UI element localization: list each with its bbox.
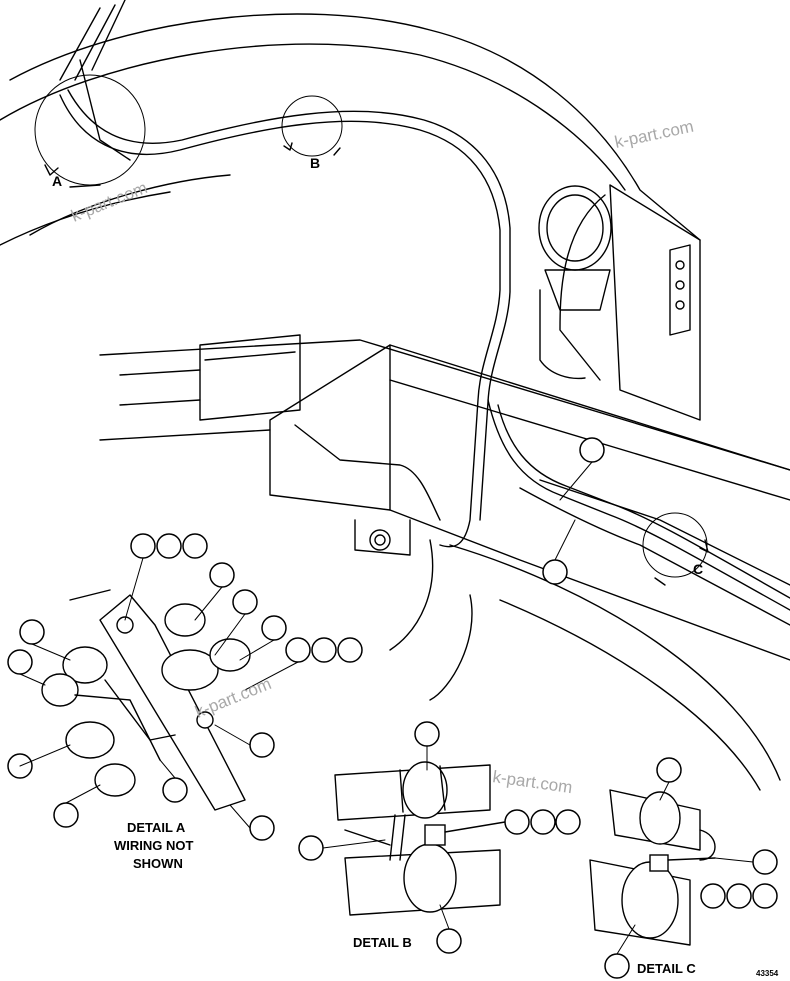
view-label-b: B (310, 155, 320, 171)
view-circle-a (34, 74, 146, 188)
view-circle-c (642, 512, 709, 586)
detail-a-title: DETAIL A (127, 820, 186, 835)
detail-a-note-line1: WIRING NOT (114, 838, 193, 853)
view-label-c: C (693, 561, 703, 577)
detail-a-note-line2: SHOWN (133, 856, 183, 871)
figure-reference-number: 43354 (756, 969, 779, 978)
watermark: k-part.com (68, 178, 150, 226)
watermark: k-part.com (613, 117, 695, 152)
detail-b-callouts (298, 721, 581, 954)
right-housing (538, 184, 701, 421)
wiring-harness-right (294, 399, 790, 626)
main-callouts (542, 437, 605, 585)
watermark: k-part.com (491, 767, 573, 797)
detail-b-title: DETAIL B (353, 935, 412, 950)
view-circle-b (281, 95, 343, 157)
detail-c-title: DETAIL C (637, 961, 696, 976)
detail-b-drawing (334, 761, 506, 916)
wiring-harness-upper (59, 0, 511, 548)
view-label-a: A (52, 173, 62, 189)
detail-c-callouts (604, 757, 778, 979)
detail-a-callouts (7, 533, 363, 841)
detail-c-drawing (589, 789, 716, 946)
detail-a-drawing (41, 589, 251, 811)
